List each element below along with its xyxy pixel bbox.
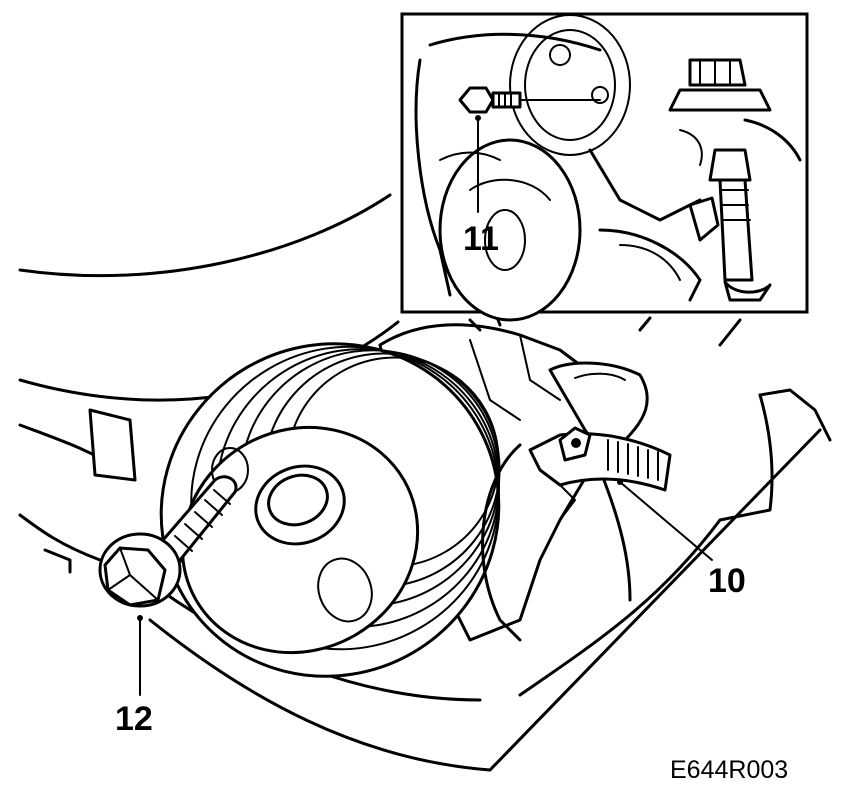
hose	[481, 361, 649, 642]
callout-12: 12	[115, 700, 153, 738]
callout-10: 10	[708, 562, 746, 600]
figure-reference-code: E644R003	[670, 756, 788, 784]
pump-bolt	[98, 475, 238, 608]
pulley	[159, 342, 501, 678]
inset-detail	[400, 12, 809, 347]
leader-lines	[137, 479, 713, 696]
hose-clamp	[528, 426, 672, 492]
callout-11: 11	[463, 220, 499, 258]
